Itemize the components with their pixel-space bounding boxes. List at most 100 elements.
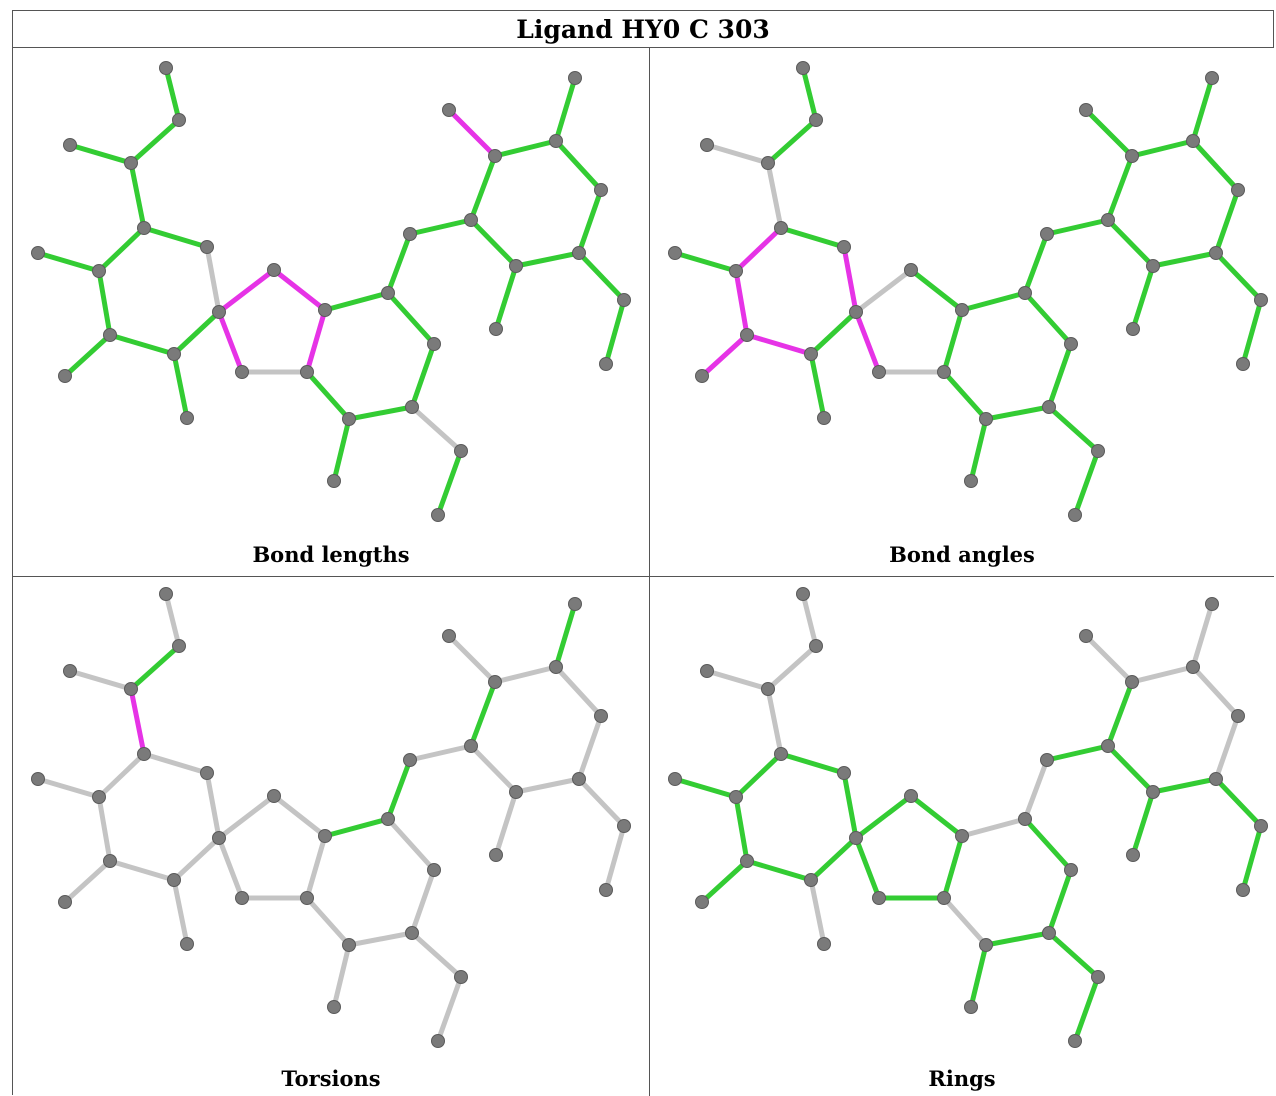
bond-green <box>1213 250 1264 303</box>
bond-green <box>1046 867 1074 936</box>
atom <box>431 508 445 522</box>
bond-grey <box>808 877 827 947</box>
bond-grey <box>96 794 113 864</box>
atom <box>442 629 456 643</box>
atom <box>159 587 173 601</box>
bond-green <box>1022 816 1074 873</box>
bond-grey <box>576 713 604 782</box>
bond-grey <box>553 664 604 719</box>
bond-green <box>141 225 210 250</box>
atom <box>342 412 356 426</box>
bond-green <box>853 793 914 841</box>
bond-grey <box>704 668 771 692</box>
bond-green <box>1105 679 1135 749</box>
bond-grey <box>765 643 819 692</box>
bond-green <box>1190 75 1215 144</box>
atom <box>1042 400 1056 414</box>
atom <box>700 664 714 678</box>
bond-grey <box>141 751 210 776</box>
bond-green <box>1105 743 1156 795</box>
atom <box>1236 357 1250 371</box>
atom <box>488 675 502 689</box>
bond-green <box>163 65 182 123</box>
bond-grey <box>163 591 182 649</box>
atom <box>817 937 831 951</box>
atom <box>31 772 45 786</box>
atom <box>1125 149 1139 163</box>
bond-green <box>808 309 859 357</box>
bond-green <box>983 930 1052 948</box>
atom <box>729 790 743 804</box>
atom <box>172 113 186 127</box>
bond-green <box>1105 217 1156 269</box>
atom <box>31 246 45 260</box>
atom <box>124 156 138 170</box>
atom <box>1231 709 1245 723</box>
bond-green <box>322 290 391 313</box>
bond-green <box>513 250 582 269</box>
atom <box>1186 660 1200 674</box>
atom <box>489 848 503 862</box>
atom <box>124 682 138 696</box>
bond-grey <box>1213 713 1241 782</box>
atom <box>454 444 468 458</box>
bond-grey <box>304 895 352 948</box>
bond-grey <box>513 776 582 795</box>
atom <box>1254 293 1268 307</box>
atom <box>1205 597 1219 611</box>
bond-magenta <box>699 332 750 379</box>
panel-bond-angles: Bond angles <box>650 48 1274 577</box>
bond-grey <box>67 668 134 692</box>
bond-grey <box>216 835 245 901</box>
atom <box>427 337 441 351</box>
atom <box>774 221 788 235</box>
bond-green <box>1044 217 1111 237</box>
atom <box>1068 508 1082 522</box>
bond-magenta <box>841 244 859 315</box>
bond-green <box>553 75 578 144</box>
atom <box>159 61 173 75</box>
atom <box>572 246 586 260</box>
atom <box>1079 103 1093 117</box>
bond-magenta <box>733 225 784 274</box>
bond-green <box>808 351 827 421</box>
bond-green <box>576 187 604 256</box>
bond-green <box>1072 448 1101 518</box>
bond-grey <box>853 267 914 315</box>
bond-green <box>968 416 989 484</box>
bond-green <box>941 307 965 375</box>
atom <box>1236 883 1250 897</box>
panel-caption: Torsions <box>281 1066 381 1091</box>
atom <box>572 772 586 786</box>
atom <box>200 240 214 254</box>
atom <box>300 365 314 379</box>
atom <box>1209 772 1223 786</box>
bond-green <box>778 751 847 776</box>
atom <box>1040 227 1054 241</box>
bond-green <box>1190 138 1241 193</box>
bond-green <box>107 332 177 357</box>
molecule-diagram <box>31 587 631 1048</box>
bond-grey <box>468 743 519 795</box>
atom <box>804 873 818 887</box>
bond-grey <box>765 686 784 757</box>
bond-grey <box>304 833 328 901</box>
bond-green <box>1083 107 1135 159</box>
atom <box>137 221 151 235</box>
atom <box>1064 337 1078 351</box>
atom <box>937 365 951 379</box>
bond-green <box>62 332 113 379</box>
atom <box>342 938 356 952</box>
atom <box>568 597 582 611</box>
atom <box>668 246 682 260</box>
atom <box>849 305 863 319</box>
atom <box>549 134 563 148</box>
atom <box>381 286 395 300</box>
atom <box>804 347 818 361</box>
atom <box>1125 675 1139 689</box>
atom <box>63 138 77 152</box>
bond-grey <box>704 142 771 166</box>
atom <box>955 303 969 317</box>
bond-grey <box>435 974 464 1044</box>
bond-green <box>35 250 102 274</box>
